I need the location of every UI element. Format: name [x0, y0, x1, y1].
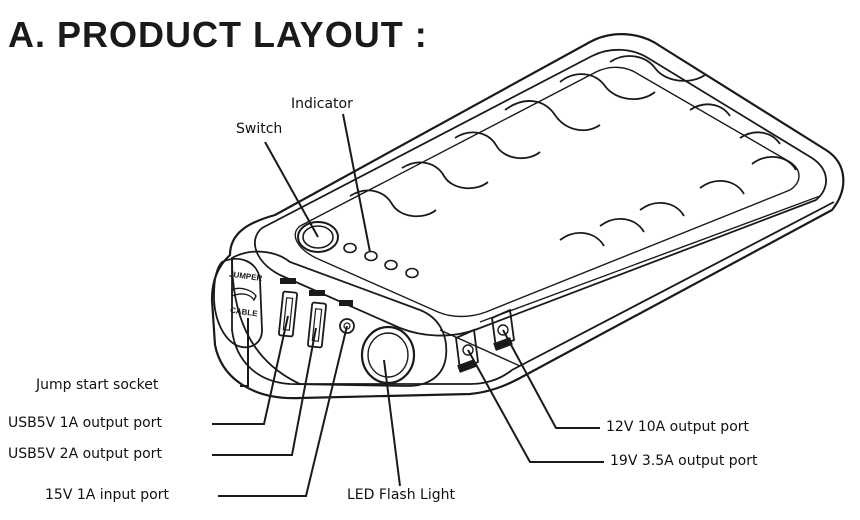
label-12v-10a-port: 12V 10A output port — [606, 419, 750, 435]
label-led-flash-light: LED Flash Light — [347, 487, 455, 503]
label-15v-input-port: 15V 1A input port — [45, 487, 169, 503]
top-face-border — [253, 48, 827, 337]
usb-1a-port-drawing — [278, 290, 298, 338]
leader-indicator — [342, 113, 371, 253]
leader-input — [218, 325, 348, 497]
input-port-drawing — [339, 318, 355, 334]
bumper-ribs — [349, 55, 797, 247]
leader-19v — [467, 349, 604, 463]
top-plate — [294, 66, 800, 318]
flash-light-drawing — [360, 325, 416, 385]
front-panel — [213, 250, 448, 387]
side-face-edge — [511, 201, 835, 371]
side-face-ridge — [439, 195, 821, 367]
front-face-edge — [231, 257, 513, 385]
leader-lines — [212, 113, 604, 497]
leader-switch — [264, 141, 319, 238]
label-usb5v-2a-port: USB5V 2A output port — [8, 446, 162, 462]
socket-label-bottom: CABLE — [230, 306, 259, 319]
leader-usb2a — [212, 327, 317, 456]
body-outline — [210, 33, 845, 400]
leader-flash — [383, 359, 401, 487]
label-switch: Switch — [236, 121, 283, 137]
leader-12v — [502, 329, 600, 429]
switch-button-drawing — [297, 221, 339, 253]
label-indicator: Indicator — [291, 96, 353, 112]
power-bank-body — [210, 33, 845, 400]
label-usb5v-1a-port: USB5V 1A output port — [8, 415, 162, 431]
page-title: A. PRODUCT LAYOUT : — [8, 14, 428, 55]
label-jump-start-socket: Jump start socket — [36, 377, 159, 393]
usb-2a-port-drawing — [307, 301, 327, 349]
leader-jump-socket — [240, 318, 249, 387]
port-12v-drawing — [491, 308, 515, 350]
label-19v-3-5a-port: 19V 3.5A output port — [610, 453, 758, 469]
leader-usb1a — [212, 315, 289, 425]
port-19v-drawing — [455, 328, 479, 372]
indicator-leds — [343, 242, 419, 279]
jump-socket-drawing — [213, 258, 263, 349]
